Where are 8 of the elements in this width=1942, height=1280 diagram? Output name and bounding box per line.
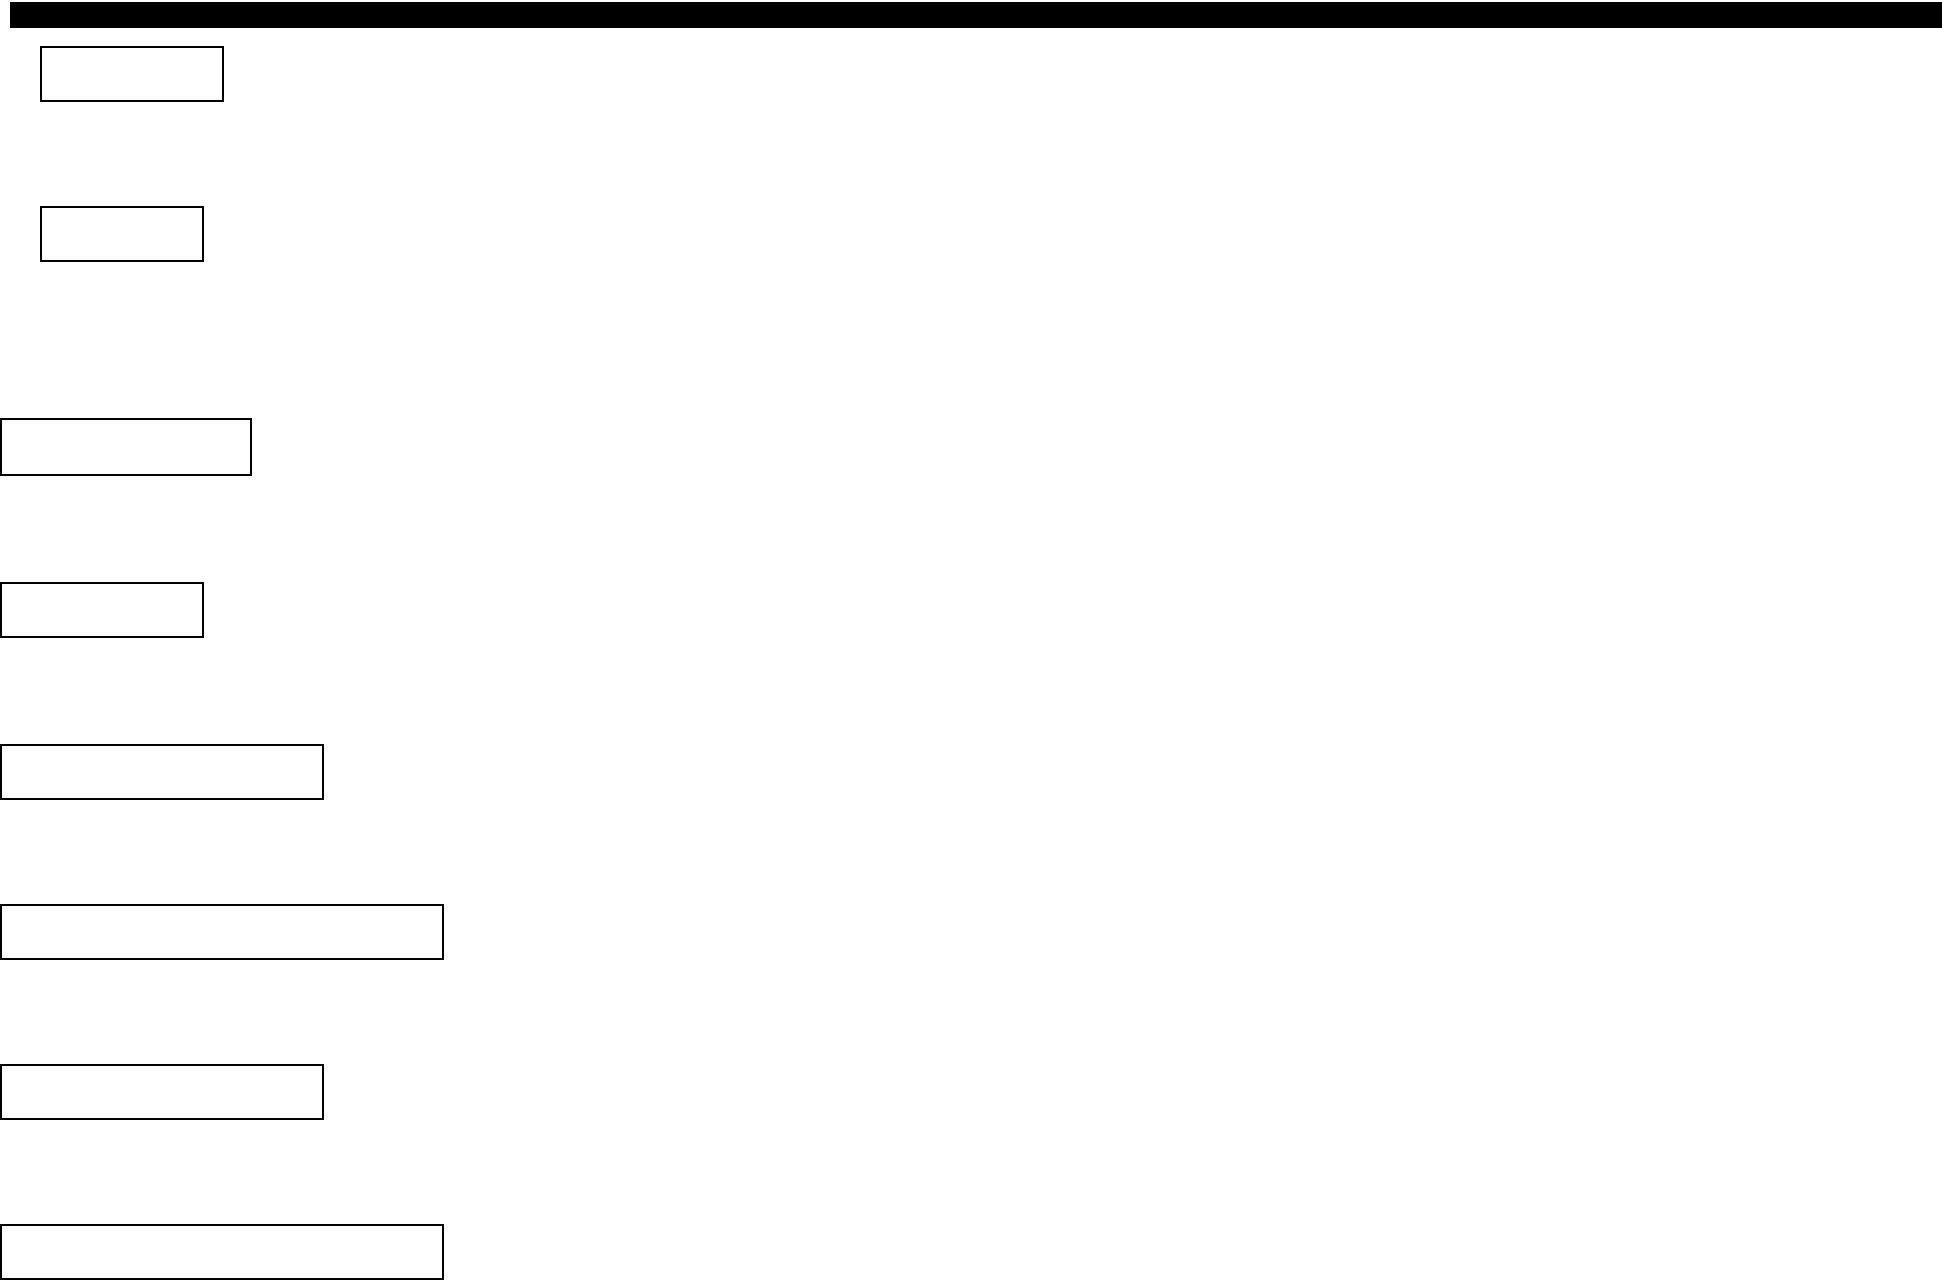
empty-box (0, 904, 444, 960)
empty-box (0, 744, 324, 800)
empty-box (40, 206, 204, 262)
empty-box (0, 418, 252, 476)
empty-box (0, 1064, 324, 1120)
empty-box (0, 1224, 444, 1280)
empty-box (40, 46, 224, 102)
empty-box (0, 582, 204, 638)
